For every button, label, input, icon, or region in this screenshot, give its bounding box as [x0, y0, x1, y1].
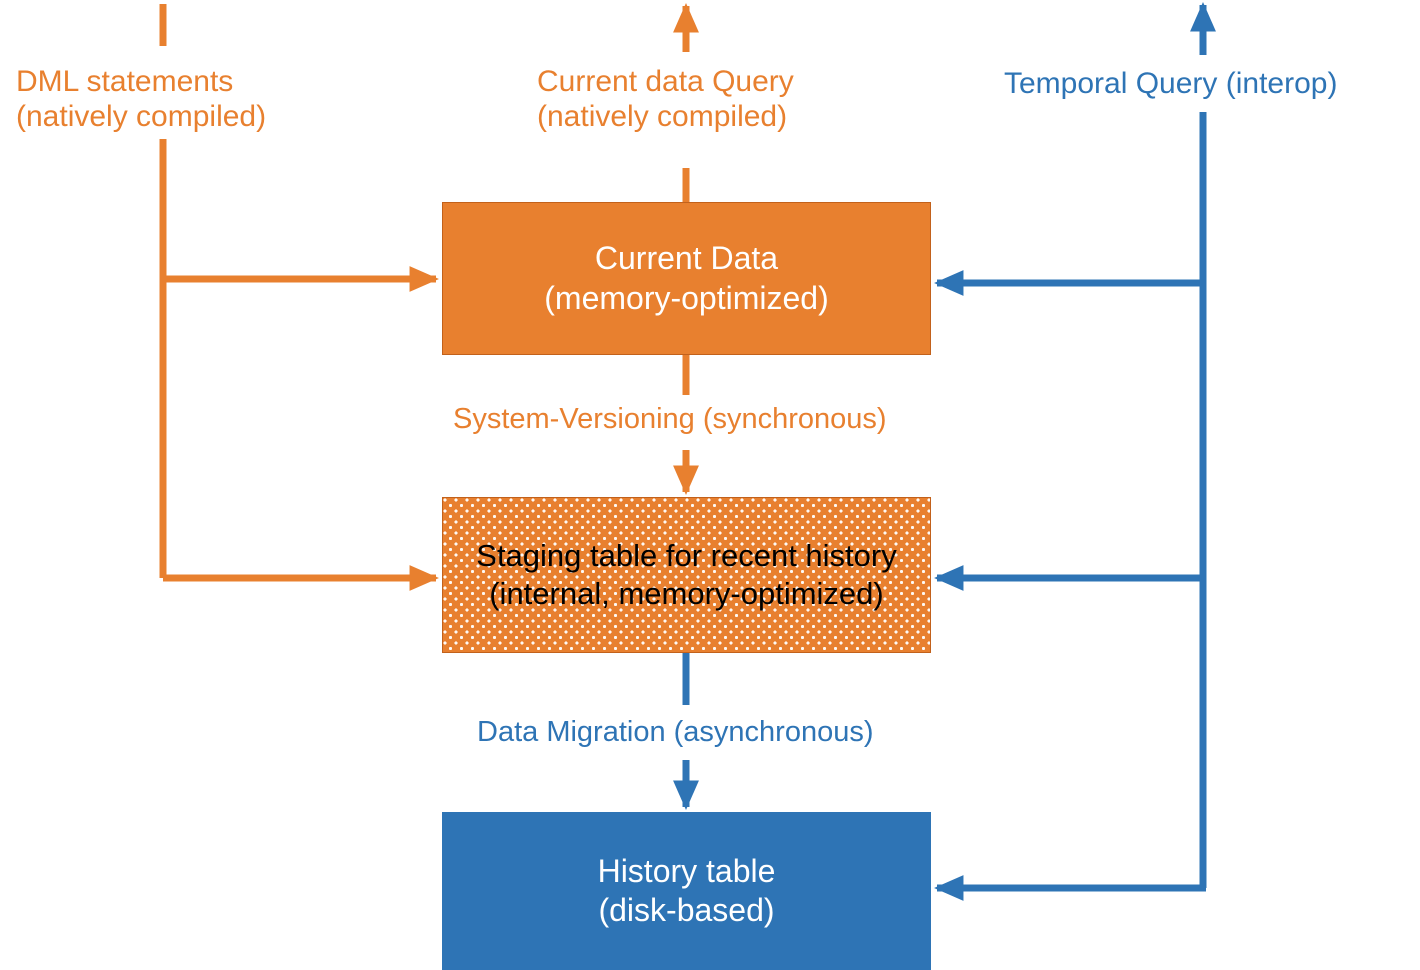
node-staging-table-label: Staging table for recent history (intern… [476, 538, 897, 611]
node-history-table-label: History table (disk-based) [597, 852, 776, 928]
label-temporal-query: Temporal Query (interop) [1004, 67, 1338, 100]
node-current-data-label: Current Data (memory-optimized) [544, 240, 829, 316]
label-data-migration: Data Migration (asynchronous) [477, 716, 874, 748]
label-current-data-query: Current data Query (natively compiled) [537, 65, 794, 134]
label-system-versioning: System-Versioning (synchronous) [453, 403, 887, 435]
label-dml-statements: DML statements (natively compiled) [16, 65, 267, 134]
node-staging-table[interactable]: Staging table for recent history (intern… [442, 497, 931, 653]
node-history-table[interactable]: History table (disk-based) [442, 812, 931, 970]
node-current-data[interactable]: Current Data (memory-optimized) [442, 202, 931, 355]
